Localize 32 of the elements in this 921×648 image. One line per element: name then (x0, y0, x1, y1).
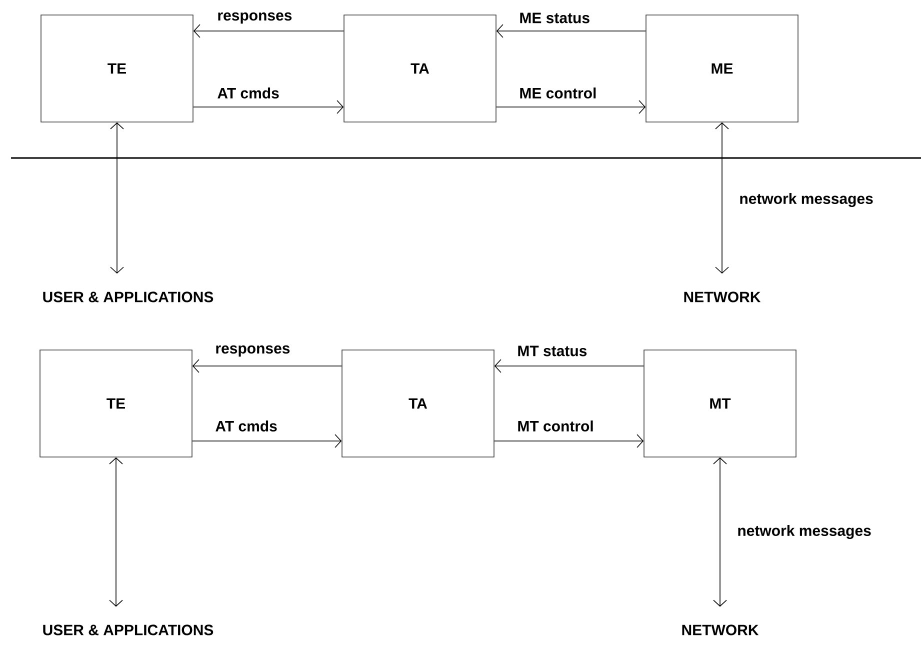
edge-label: MT status (518, 346, 587, 356)
arrow (109, 457, 123, 607)
edge-label: AT cmds (216, 420, 277, 432)
edge-label: MT control (518, 420, 593, 432)
block-box: TE (40, 350, 192, 458)
arrow (193, 100, 344, 114)
arrow (715, 122, 729, 274)
arrow (193, 24, 344, 38)
endpoint-label: NETWORK (684, 292, 761, 302)
edge-label: responses (216, 345, 290, 357)
edge-label: network messages (740, 192, 873, 208)
arrow (496, 24, 646, 38)
block-box: TA (342, 350, 494, 458)
block-box: MT (644, 350, 796, 458)
arrow (494, 359, 644, 373)
arrow (496, 100, 646, 114)
arrow (713, 457, 727, 607)
edge-label: ME status (520, 12, 590, 24)
block-box: TE (40, 14, 194, 122)
edge-label: network messages (738, 524, 871, 540)
arrow (192, 359, 342, 373)
endpoint-label: NETWORK (682, 624, 759, 636)
edge-label: responses (218, 12, 292, 24)
endpoint-label: USER & APPLICATIONS (43, 292, 214, 302)
arrow (192, 434, 342, 448)
endpoint-label: USER & APPLICATIONS (43, 624, 214, 636)
edge-label: ME control (520, 87, 596, 98)
block-box: ME (646, 14, 798, 122)
arrow (494, 434, 644, 448)
edge-label: AT cmds (218, 87, 279, 98)
block-box: TA (344, 14, 496, 122)
arrow (110, 122, 124, 274)
